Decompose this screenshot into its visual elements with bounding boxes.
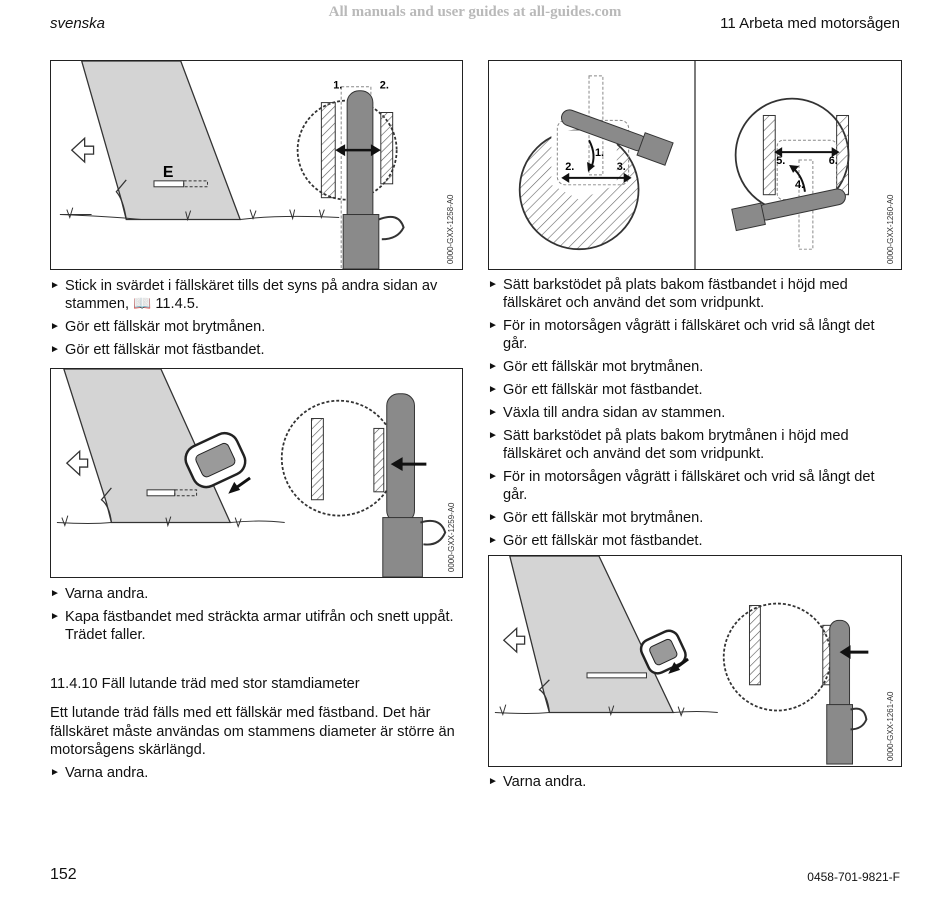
- bullet-icon: ►: [488, 384, 498, 395]
- right-instruction-list-1: ►Sätt barkstödet på plats bakom fästband…: [488, 276, 902, 555]
- figure-1-step-2: 2.: [380, 80, 389, 92]
- list-item: ►Gör ett fällskär mot fästbandet.: [50, 342, 265, 358]
- bullet-icon: ►: [488, 535, 498, 546]
- figure-3-step-2: 2.: [565, 161, 574, 173]
- figure-2: 0000-GXX-1259-A0: [50, 368, 463, 578]
- figure-3-code: 0000-GXX-1260-A0: [886, 194, 895, 264]
- bullet-icon: ►: [50, 280, 60, 291]
- list-item: ►Sätt barkstödet på plats bakom brytmåne…: [488, 428, 849, 462]
- figure-3: 2. 1. 3. 5. 4. 6. 0000-GXX-1260-A0: [488, 60, 902, 270]
- figure-1-label-e: E: [163, 164, 174, 181]
- figure-3-step-5: 5.: [776, 155, 785, 167]
- figure-1-step-1: 1.: [333, 80, 342, 92]
- bullet-icon: ►: [488, 279, 498, 290]
- list-item: ►Kapa fästbandet med sträckta armar utif…: [50, 609, 454, 643]
- list-item: ►Stick in svärdet i fällskäret tills det…: [50, 278, 438, 312]
- figure-1-illustration: E 1. 2. 0000-GXX-1258-A0: [59, 61, 455, 269]
- list-item: ►Gör ett fällskär mot brytmånen.: [50, 319, 266, 335]
- bullet-icon: ►: [488, 471, 498, 482]
- figure-4: 0000-GXX-1261-A0: [488, 555, 902, 767]
- figure-1: E 1. 2. 0000-GXX-1258-A0: [50, 60, 463, 270]
- figure-3-illustration: 2. 1. 3. 5. 4. 6. 0000-GXX-1260-A0: [518, 61, 895, 269]
- list-item: ►Gör ett fällskär mot fästbandet.: [488, 382, 703, 398]
- figure-1-code: 0000-GXX-1258-A0: [446, 194, 455, 264]
- list-item: ►Gör ett fällskär mot brytmånen.: [488, 510, 704, 526]
- figure-3-step-4: 4.: [795, 179, 804, 191]
- bullet-icon: ►: [50, 767, 60, 778]
- bullet-icon: ►: [488, 776, 498, 787]
- list-item: ►Gör ett fällskär mot fästbandet.: [488, 533, 703, 549]
- section-paragraph: Ett lutande träd fälls med ett fällskär …: [50, 705, 455, 758]
- book-icon: 📖: [133, 296, 152, 312]
- bullet-icon: ►: [488, 430, 498, 441]
- header-chapter: 11 Arbeta med motorsågen: [720, 15, 900, 32]
- list-item: ►Varna andra.: [50, 765, 149, 781]
- cross-reference-link[interactable]: 11.4.5.: [155, 296, 199, 312]
- left-instruction-list-3: ►Varna andra.: [50, 764, 462, 787]
- list-item: ►För in motorsågen vågrätt i fällskäret …: [488, 469, 875, 503]
- bullet-icon: ►: [50, 611, 60, 622]
- bullet-icon: ►: [50, 588, 60, 599]
- figure-4-illustration: 0000-GXX-1261-A0: [494, 556, 895, 765]
- list-item: ►Varna andra.: [488, 774, 587, 790]
- figure-3-step-3: 3.: [617, 161, 626, 173]
- list-item: ►Sätt barkstödet på plats bakom fästband…: [488, 277, 848, 311]
- right-instruction-list-2: ►Varna andra.: [488, 773, 902, 796]
- bullet-icon: ►: [488, 512, 498, 523]
- bullet-icon: ►: [488, 407, 498, 418]
- header-language: svenska: [50, 15, 106, 32]
- figure-2-code: 0000-GXX-1259-A0: [447, 502, 456, 572]
- bullet-icon: ►: [50, 321, 60, 332]
- list-item: ►Varna andra.: [50, 586, 149, 602]
- watermark: All manuals and user guides at all-guide…: [328, 4, 622, 20]
- bullet-icon: ►: [50, 344, 60, 355]
- left-instruction-list-1: ►Stick in svärdet i fällskäret tills det…: [50, 277, 462, 364]
- document-code: 0458-701-9821-F: [807, 870, 900, 884]
- section-heading: 11.4.10 Fäll lutande träd med stor stamd…: [50, 676, 360, 692]
- figure-4-code: 0000-GXX-1261-A0: [886, 691, 895, 761]
- list-item: ►Växla till andra sidan av stammen.: [488, 405, 726, 421]
- figure-3-step-1: 1.: [595, 147, 604, 159]
- list-item: ►För in motorsågen vågrätt i fällskäret …: [488, 318, 875, 352]
- left-instruction-list-2: ►Varna andra. ►Kapa fästbandet med sträc…: [50, 585, 462, 649]
- result-text: Trädet faller.: [65, 627, 146, 643]
- list-item: ►Gör ett fällskär mot brytmånen.: [488, 359, 704, 375]
- bullet-icon: ►: [488, 320, 498, 331]
- bullet-icon: ►: [488, 361, 498, 372]
- page-number: 152: [50, 866, 77, 883]
- figure-2-illustration: 0000-GXX-1259-A0: [56, 369, 456, 577]
- figure-3-step-6: 6.: [829, 155, 838, 167]
